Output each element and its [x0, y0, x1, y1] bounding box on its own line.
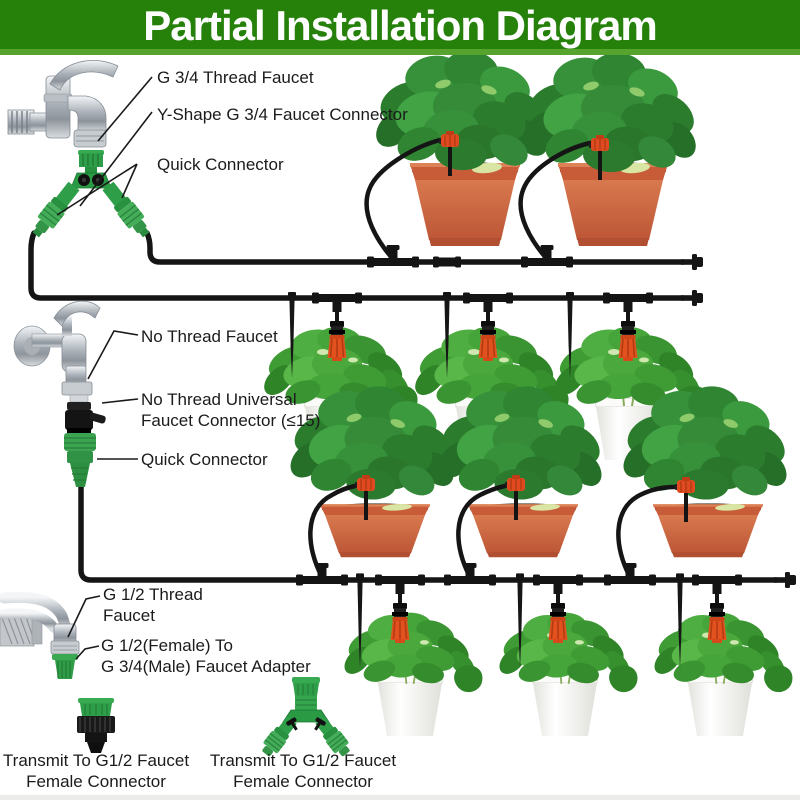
callout-universal-connector-line1: No Thread Universal: [141, 390, 297, 409]
terracotta-pot: [410, 161, 520, 246]
terracotta-pot: [653, 503, 763, 558]
universal-faucet-connector-illustration: [65, 394, 106, 433]
potted-plant: [515, 49, 704, 176]
page-title: Partial Installation Diagram: [143, 2, 658, 49]
end-plug: [774, 572, 796, 588]
quick-connector-right: [102, 181, 150, 238]
quick-connector-left: [32, 181, 80, 238]
tee-connector: [296, 563, 348, 586]
caption-transmit-connector-2: Transmit To G1/2 Faucet Female Connector: [208, 750, 398, 792]
caption-transmit-connector-2-line1: Transmit To G1/2 Faucet: [209, 751, 397, 770]
white-pot: [686, 673, 754, 737]
end-plug: [681, 290, 703, 306]
drip-tubing-network: [28, 230, 779, 583]
caption-transmit-connector-1: Transmit To G1/2 Faucet Female Connector: [2, 750, 190, 792]
callout-g12-adapter-line1: G 1/2(Female) To: [101, 636, 233, 655]
callout-quick-connector-top: Quick Connector: [157, 155, 284, 174]
white-pot: [376, 673, 444, 737]
callout-leader-lines: [56, 76, 153, 660]
callout-universal-connector: No Thread Universal Faucet Connector (≤1…: [141, 389, 320, 431]
caption-transmit-connector-2-line2: Female Connector: [233, 772, 373, 791]
g34-thread-faucet-illustration: [7, 60, 119, 148]
bottom-edge-strip: [0, 795, 800, 800]
title-banner: Partial Installation Diagram: [0, 0, 800, 55]
callout-g12-thread-faucet-line1: G 1/2 Thread: [103, 585, 203, 604]
plant-row-3: [282, 382, 795, 558]
y-transmit-connector-illustration: [262, 677, 350, 757]
tee-connector: [521, 245, 573, 268]
g12-to-g34-adapter-illustration: [52, 654, 78, 679]
tee-connector: [444, 563, 496, 586]
valve-knob: [314, 717, 326, 731]
no-thread-faucet-illustration: [13, 300, 106, 487]
callout-g34-thread-faucet: G 3/4 Thread Faucet: [157, 68, 314, 87]
valve-knob: [286, 717, 298, 731]
y-shape-connector-illustration: [32, 150, 150, 238]
callout-g12-adapter: G 1/2(Female) To G 3/4(Male) Faucet Adap…: [101, 635, 311, 677]
quick-connector-middle-illustration: [64, 433, 96, 487]
terracotta-pot: [320, 503, 430, 558]
callout-no-thread-faucet: No Thread Faucet: [141, 327, 278, 346]
caption-transmit-connector-1-line2: Female Connector: [26, 772, 166, 791]
caption-transmit-connector-1-line1: Transmit To G1/2 Faucet: [2, 751, 190, 770]
straight-coupler: [433, 256, 461, 268]
tee-connector: [367, 245, 419, 268]
drip-branch-tubes: [308, 137, 678, 580]
callout-quick-connector-middle: Quick Connector: [141, 450, 268, 469]
g12-thread-faucet-illustration: [0, 591, 80, 679]
callout-universal-connector-line2: Faucet Connector (≤15): [141, 411, 321, 430]
main-line-2: [28, 230, 686, 301]
tee-connector: [604, 563, 656, 586]
end-plug: [681, 254, 703, 270]
terracotta-pot: [468, 503, 578, 558]
callout-g12-adapter-line2: G 3/4(Male) Faucet Adapter: [101, 657, 311, 676]
callout-y-shape-connector: Y-Shape G 3/4 Faucet Connector: [157, 105, 408, 124]
callout-g12-thread-faucet: G 1/2 Thread Faucet: [103, 584, 203, 626]
main-line-3: [78, 483, 779, 583]
terracotta-pot: [558, 161, 668, 246]
white-pot: [531, 673, 599, 737]
callout-g12-thread-faucet-line2: Faucet: [103, 606, 155, 625]
main-line-1: [144, 230, 686, 265]
straight-transmit-connector-illustration: [77, 698, 115, 753]
